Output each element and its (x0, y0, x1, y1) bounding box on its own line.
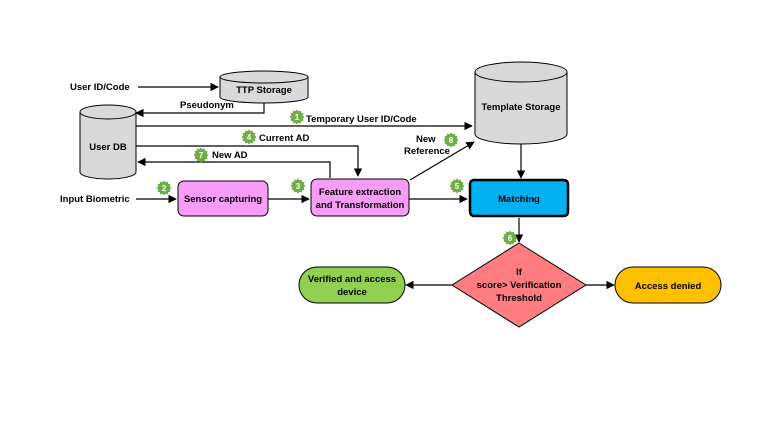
pseudonym-label: Pseudonym (180, 100, 234, 111)
step-badge-6: 6 (502, 230, 518, 246)
current-ad-label: Current AD (259, 133, 309, 144)
step-badge-number: 4 (247, 133, 252, 142)
step-badge-number: 5 (455, 182, 460, 191)
feature-extraction-label-1: Feature extraction (319, 187, 402, 198)
ttp-storage-node: TTP Storage (219, 70, 309, 104)
edge-feature-to-template (409, 141, 475, 181)
step-badge-number: 7 (199, 151, 204, 160)
user-db-node: User DB (79, 104, 137, 180)
new-reference-label-1: New (416, 134, 436, 145)
user-db-body (79, 112, 137, 180)
feature-extraction-node: Feature extraction and Transformation (310, 178, 410, 217)
verified-box (298, 266, 406, 304)
step-badge-7: 7 (193, 147, 209, 163)
step-badge-shape (290, 178, 306, 194)
access-denied-box (614, 266, 722, 304)
access-denied-node: Access denied (614, 266, 722, 304)
ttp-storage-label: TTP Storage (236, 85, 292, 96)
sensor-capturing-box (177, 180, 269, 217)
new-ad-label: New AD (212, 150, 248, 161)
template-storage-body (474, 72, 568, 145)
feature-extraction-box (310, 178, 410, 217)
verified-label-1: Verified and access (308, 274, 396, 285)
step-badge-number: 3 (296, 182, 301, 191)
matching-box (468, 178, 570, 218)
verified-label-2: device (337, 287, 367, 298)
edge-userdb-to-feature (136, 145, 363, 177)
step-badge-number: 2 (162, 184, 167, 193)
step-badge-shape (156, 180, 172, 196)
step-badges: 1 2 3 4 5 6 7 8 (156, 109, 518, 246)
template-storage-top (474, 61, 568, 83)
step-badge-2: 2 (156, 180, 172, 196)
step-badge-shape (502, 230, 518, 246)
step-badge-5: 5 (449, 178, 465, 194)
decision-label-2: score> Verification (477, 280, 562, 291)
step-badge-shape (193, 147, 209, 163)
matching-node: Matching (468, 178, 570, 218)
temporary-user-id-label: Temporary User ID/Code (306, 114, 417, 125)
step-badge-number: 1 (295, 113, 300, 122)
edge-ttp-to-userdb (135, 103, 265, 118)
ttp-storage-top (219, 70, 309, 84)
user-db-top (79, 104, 137, 120)
step-badge-number: 6 (508, 234, 513, 243)
step-badge-shape (443, 132, 459, 148)
step-badge-number: 8 (449, 136, 454, 145)
decision-label-3: Threshold (496, 293, 542, 304)
new-reference-label-2: Reference (404, 146, 450, 157)
template-storage-node: Template Storage (474, 61, 568, 145)
edge-feature-to-userdb (137, 157, 331, 178)
step-badge-4: 4 (241, 129, 257, 145)
sensor-capturing-label: Sensor capturing (184, 194, 262, 205)
step-badge-8: 8 (443, 132, 459, 148)
matching-label: Matching (498, 194, 540, 205)
template-storage-label: Template Storage (481, 102, 560, 113)
decision-label-1: If (516, 267, 523, 278)
feature-extraction-label-2: and Transformation (316, 200, 405, 211)
step-badge-shape (241, 129, 257, 145)
ttp-storage-body (219, 77, 309, 104)
step-badge-1: 1 (289, 109, 305, 125)
decision-diamond (451, 242, 587, 328)
connectors (135, 82, 615, 290)
verified-node: Verified and access device (298, 266, 406, 304)
user-db-label: User DB (89, 142, 127, 153)
user-id-label: User ID/Code (70, 82, 130, 93)
input-biometric-label: Input Biometric (60, 194, 130, 205)
decision-node: If score> Verification Threshold (451, 242, 587, 328)
access-denied-label: Access denied (635, 281, 702, 292)
step-badge-shape (449, 178, 465, 194)
sensor-capturing-node: Sensor capturing (177, 180, 269, 217)
step-badge-3: 3 (290, 178, 306, 194)
step-badge-shape (289, 109, 305, 125)
